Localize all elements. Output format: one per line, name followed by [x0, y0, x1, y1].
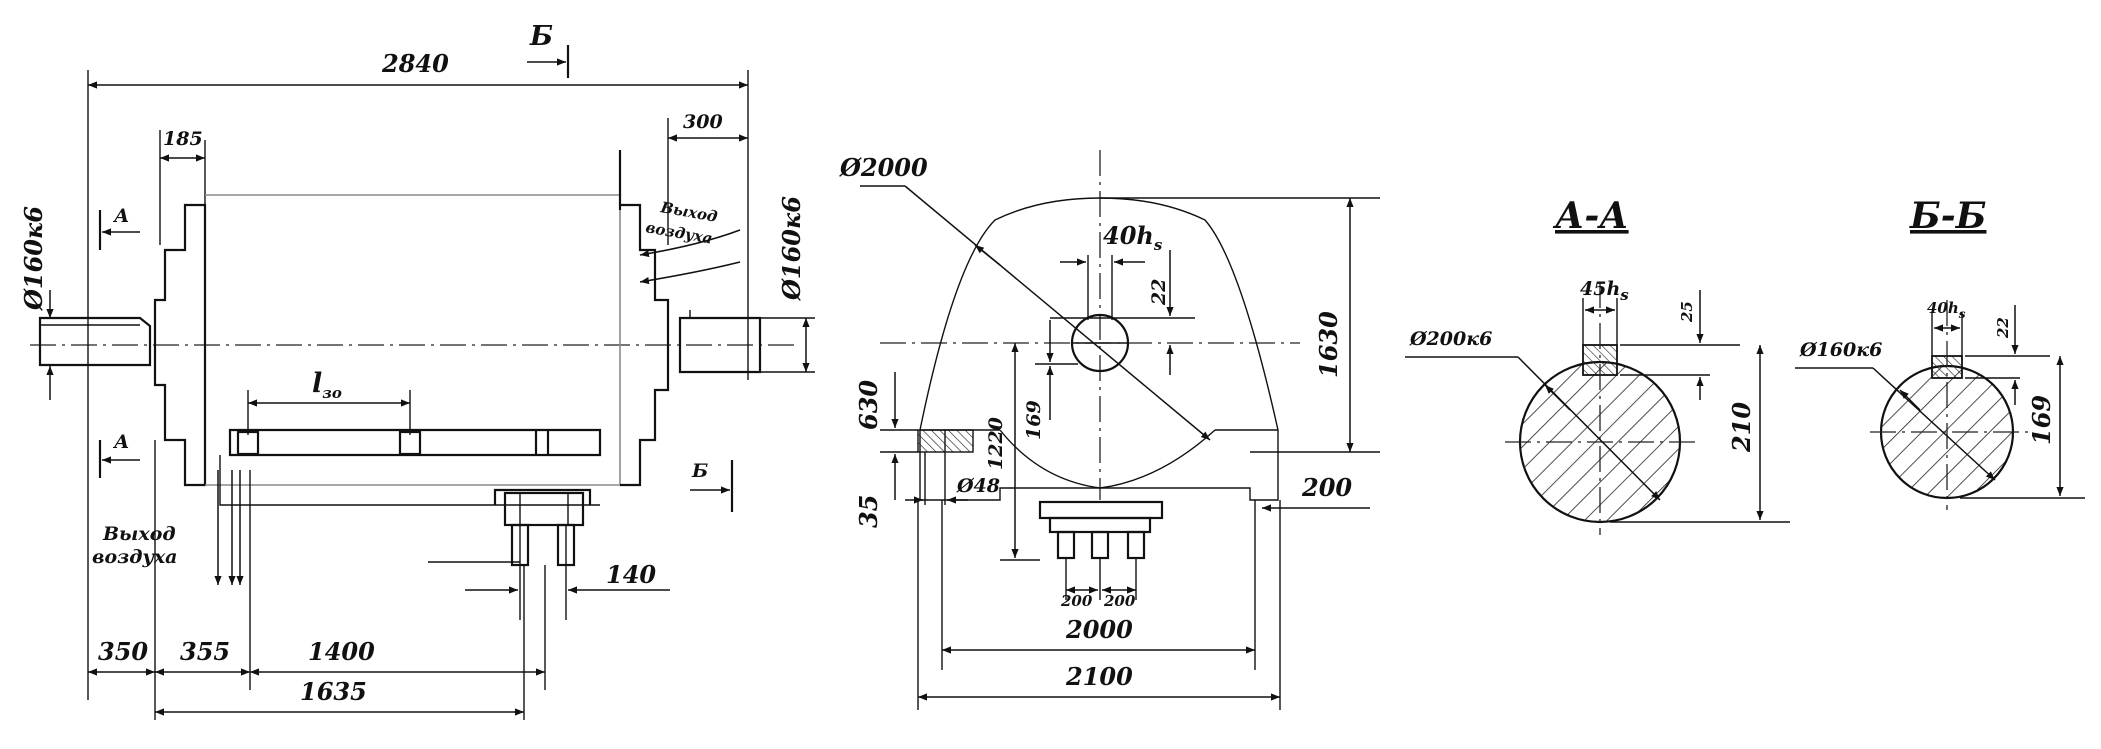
- end-axis-height-label: 1220: [985, 417, 1007, 470]
- end-height-label: 1630: [1314, 311, 1343, 378]
- end-base-outer-label: 2100: [1065, 662, 1133, 691]
- lower-frame: [219, 455, 600, 506]
- end-dim-169-label: 169: [1023, 400, 1045, 440]
- air-outlet-arrow-right: [639, 229, 741, 258]
- rotor-body: [205, 194, 621, 486]
- dim-1635-label: 1635: [300, 677, 367, 706]
- section-aa-height-label: 210: [1727, 402, 1756, 453]
- side-view: 2840 Б 185 300 Ø160к6 Ø160к6 А А Б: [19, 21, 815, 720]
- end-dim-35-label: 35: [854, 495, 883, 528]
- air-outlet-left-line2: воздуха: [92, 546, 178, 568]
- end-hole-dia-label: Ø48: [956, 475, 1000, 497]
- foot-width-label: 140: [606, 560, 656, 589]
- end-dim-630-label: 630: [854, 380, 883, 430]
- end-view: Ø2000 40hs 22 1630 1220 169 630 35: [839, 150, 1380, 710]
- section-bb-dia-label: Ø160к6: [1799, 339, 1882, 361]
- section-aa: А-А Ø200к6 45hs 25 210: [1405, 195, 1790, 535]
- end-base-inner-label: 2000: [1065, 615, 1133, 644]
- section-aa-dia-label: Ø200к6: [1409, 328, 1492, 350]
- section-aa-key-depth-label: 25: [1678, 301, 1696, 323]
- bearing-beam: [228, 428, 602, 457]
- section-aa-key-label: 45hs: [1580, 278, 1629, 304]
- hub-width-label: 185: [163, 128, 203, 150]
- dim-355-label: 355: [180, 637, 230, 666]
- section-bb-key-depth-label: 22: [1994, 317, 2012, 339]
- end-foot-block: [1038, 500, 1164, 520]
- section-a-top-label: А: [112, 205, 129, 227]
- end-key-label: 40hs: [1103, 221, 1163, 254]
- dim-1400-label: 1400: [308, 637, 375, 666]
- end-saddle-arc: [999, 429, 1216, 489]
- end-foot-spacing-right-label: 200: [1103, 592, 1136, 610]
- end-dim-200-right-label: 200: [1301, 473, 1352, 502]
- foot: [493, 488, 592, 505]
- section-bb-key-label: 40hs: [1927, 299, 1966, 321]
- right-end-label: 300: [683, 111, 723, 133]
- section-b-bottom-label: Б: [691, 460, 708, 482]
- section-bb-height-label: 169: [2027, 395, 2056, 445]
- left-shaft: [38, 316, 152, 367]
- air-outlet-left-line1: Выход: [102, 523, 176, 545]
- overall-length-label: 2840: [381, 49, 449, 78]
- section-aa-title: А-А: [1552, 195, 1629, 237]
- section-bb-title: Б-Б: [1909, 195, 1986, 237]
- bearing-span-label: lзо: [312, 368, 342, 402]
- rotor-dia-label: Ø2000: [839, 153, 928, 182]
- left-shaft-dia-label: Ø160к6: [19, 206, 48, 311]
- rotor-dia-leader: [904, 185, 1211, 441]
- section-a-bottom-label: А: [112, 431, 129, 453]
- section-bb: Б-Б Ø160к6 40hs 22 169: [1795, 195, 2085, 510]
- end-foot-spacing-left-label: 200: [1060, 592, 1093, 610]
- right-shaft-dia-label: Ø160к6: [777, 196, 806, 301]
- end-dim-22-label: 22: [1148, 279, 1170, 306]
- section-b-top-label: Б: [529, 21, 553, 52]
- dim-350-label: 350: [98, 637, 148, 666]
